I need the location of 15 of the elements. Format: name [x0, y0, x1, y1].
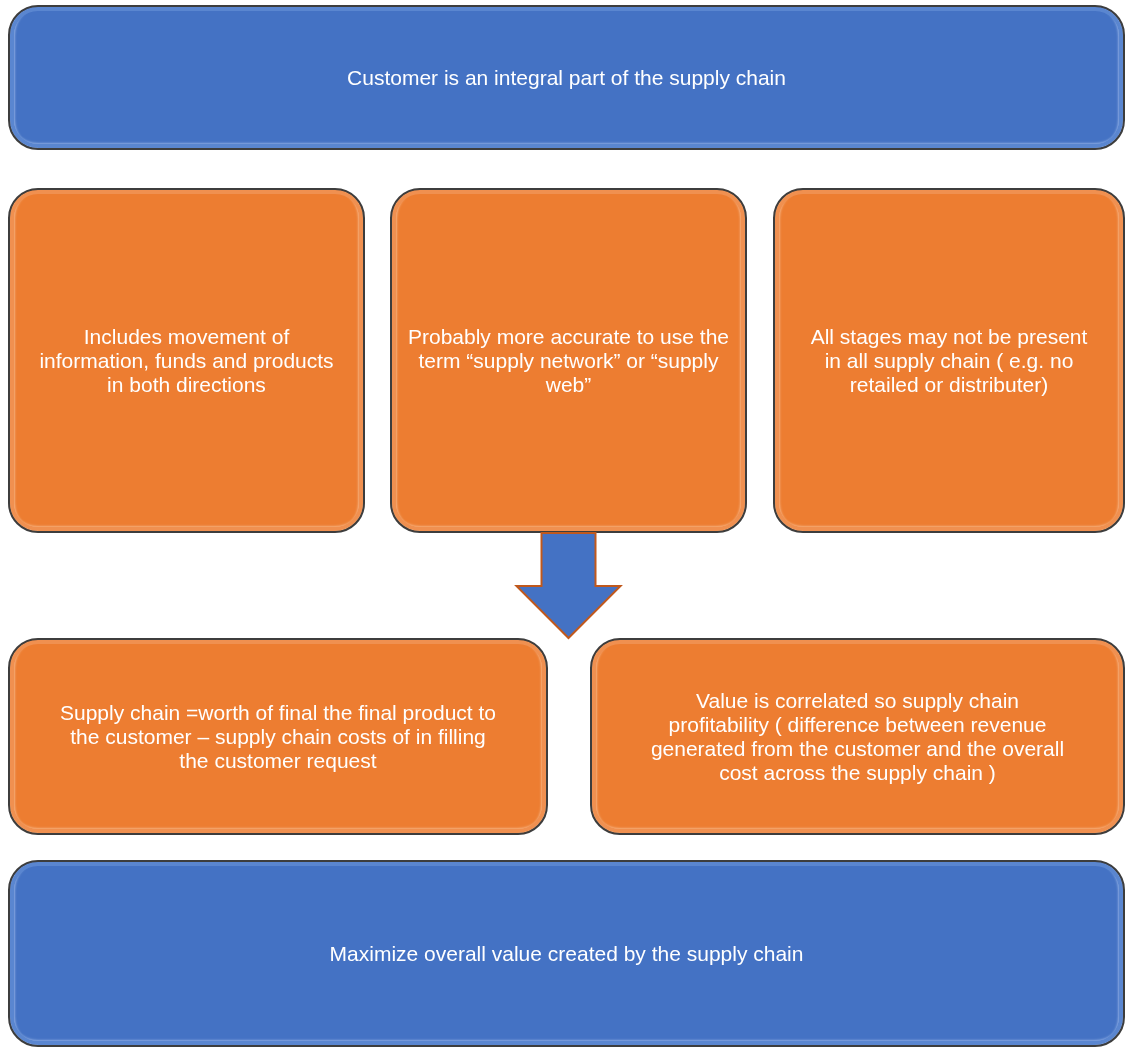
content-box [8, 638, 548, 835]
box-text: Maximize overall value created by the supply chain [329, 941, 804, 966]
box-text: Value is correlated so supply chain profitability ( difference between revenue generated from the customer and the overall cost across the supply chain ) [649, 688, 1066, 785]
box-text: Probably more accurate to use the term “supply network” or “supply web” [407, 324, 730, 397]
content-box [590, 638, 1125, 835]
content-box [390, 188, 747, 533]
box-text: Includes movement of information, funds and products in both directions [38, 324, 335, 397]
block-arrow [514, 532, 623, 640]
content-box [773, 188, 1125, 533]
box-text: All stages may not be present in all supply chain ( e.g. no retailed or distributer) [809, 324, 1089, 397]
box-text: Supply chain =worth of final the final product to the customer – supply chain costs of in filling the customer request [59, 700, 497, 773]
box-text: Customer is an integral part of the supply chain [347, 65, 786, 90]
banner-box [8, 860, 1125, 1047]
banner-box [8, 5, 1125, 150]
content-box [8, 188, 365, 533]
